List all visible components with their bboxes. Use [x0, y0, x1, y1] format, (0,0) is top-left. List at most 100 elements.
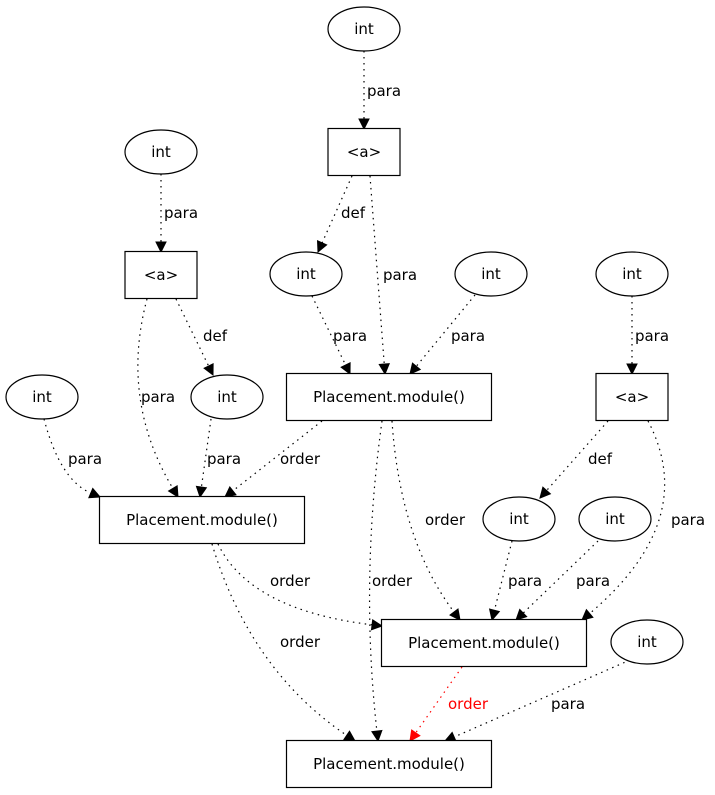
- node-label: int: [217, 388, 237, 406]
- edge-line: [43, 418, 92, 494]
- edge-i8-pC: para: [488, 540, 542, 622]
- edge-pC-pD: order: [409, 666, 489, 742]
- node-label: int: [32, 388, 52, 406]
- node-i3[interactable]: int: [269, 251, 343, 297]
- node-a2[interactable]: <a>: [124, 250, 198, 300]
- node-label: int: [637, 633, 657, 651]
- node-label: Placement.module(): [408, 634, 560, 652]
- edge-label: para: [367, 82, 401, 100]
- edge-label: para: [451, 327, 485, 345]
- node-i6[interactable]: int: [5, 374, 79, 420]
- edge-label: para: [207, 450, 241, 468]
- node-box: [124, 250, 198, 300]
- node-box: [380, 618, 588, 668]
- arrowhead-icon: [224, 485, 237, 498]
- edge-label: order: [270, 572, 311, 590]
- edge-line: [137, 298, 174, 489]
- arrowhead-icon: [370, 618, 384, 631]
- node-label: Placement.module(): [313, 755, 465, 773]
- node-i5[interactable]: int: [595, 251, 669, 297]
- arrowhead-icon: [371, 729, 383, 743]
- node-i7[interactable]: int: [190, 374, 264, 420]
- node-label: int: [354, 20, 374, 38]
- edge-a2-i7: def: [175, 298, 228, 377]
- edge-a1-i3: def: [316, 175, 366, 254]
- node-label: int: [605, 510, 625, 528]
- node-label: int: [509, 510, 529, 528]
- edge-label: para: [68, 450, 102, 468]
- node-ellipse: [5, 374, 79, 420]
- arrowhead-icon: [167, 485, 179, 498]
- edge-label: def: [588, 450, 613, 468]
- node-i1[interactable]: int: [327, 6, 401, 52]
- edge-i7-pB: para: [195, 418, 241, 499]
- node-label: <a>: [347, 143, 381, 161]
- node-i4[interactable]: int: [454, 251, 528, 297]
- arrowhead-icon: [409, 729, 421, 742]
- arrowhead-icon: [449, 608, 461, 621]
- edge-label: para: [164, 204, 198, 222]
- arrowhead-icon: [195, 485, 208, 499]
- edge-label: para: [671, 511, 705, 529]
- node-label: int: [481, 265, 501, 283]
- arrowhead-icon: [155, 241, 167, 254]
- node-box: [327, 127, 401, 177]
- edge-line: [369, 175, 385, 365]
- edge-a1-pA: para: [369, 175, 417, 376]
- edge-label: order: [425, 511, 466, 529]
- node-pD[interactable]: Placement.module(): [285, 739, 493, 789]
- node-ellipse: [610, 619, 684, 665]
- node-i10[interactable]: int: [610, 619, 684, 665]
- node-ellipse: [327, 6, 401, 52]
- node-box: [595, 372, 669, 422]
- node-pA[interactable]: Placement.module(): [285, 372, 493, 422]
- arrowhead-icon: [358, 118, 370, 131]
- edge-label: def: [203, 327, 228, 345]
- edge-label: order: [372, 572, 413, 590]
- edge-label: para: [551, 695, 585, 713]
- edge-i1-a1: para: [358, 51, 401, 131]
- edge-line: [311, 295, 347, 366]
- edge-label: para: [141, 388, 175, 406]
- node-pB[interactable]: Placement.module(): [98, 495, 306, 545]
- edge-pB-pC: order: [217, 543, 384, 631]
- edge-a3-pC: para: [581, 420, 705, 621]
- edge-label: para: [508, 572, 542, 590]
- edge-pA-pB: order: [224, 420, 323, 498]
- node-pC[interactable]: Placement.module(): [380, 618, 588, 668]
- node-ellipse: [269, 251, 343, 297]
- node-ellipse: [190, 374, 264, 420]
- node-i2[interactable]: int: [124, 129, 198, 175]
- node-label: <a>: [615, 388, 649, 406]
- node-label: <a>: [144, 266, 178, 284]
- edge-label: order: [448, 695, 489, 713]
- node-box: [98, 495, 306, 545]
- arrowhead-icon: [409, 362, 422, 375]
- edge-line: [415, 666, 463, 734]
- node-box: [285, 739, 493, 789]
- edge-pA-pD: order: [368, 420, 413, 743]
- edge-i5-a3: para: [626, 296, 669, 376]
- node-i9[interactable]: int: [578, 496, 652, 542]
- arrowhead-icon: [626, 363, 638, 376]
- node-ellipse: [482, 496, 556, 542]
- arrowhead-icon: [515, 608, 528, 621]
- edge-i4-pA: para: [409, 294, 485, 375]
- edge-i6-pB: para: [43, 418, 102, 499]
- node-ellipse: [454, 251, 528, 297]
- node-i8[interactable]: int: [482, 496, 556, 542]
- node-a1[interactable]: <a>: [327, 127, 401, 177]
- node-label: int: [151, 143, 171, 161]
- arrowhead-icon: [378, 363, 390, 376]
- arrowhead-icon: [488, 608, 501, 622]
- node-a3[interactable]: <a>: [595, 372, 669, 422]
- edge-i3-pA: para: [311, 295, 367, 376]
- edge-line: [175, 298, 210, 367]
- edge-line: [232, 420, 323, 492]
- arrowhead-icon: [88, 487, 102, 499]
- node-label: int: [622, 265, 642, 283]
- arrowhead-icon: [343, 730, 356, 742]
- edge-a3-i8: def: [539, 420, 613, 499]
- edge-i2-a2: para: [155, 174, 198, 254]
- edge-line: [321, 175, 353, 244]
